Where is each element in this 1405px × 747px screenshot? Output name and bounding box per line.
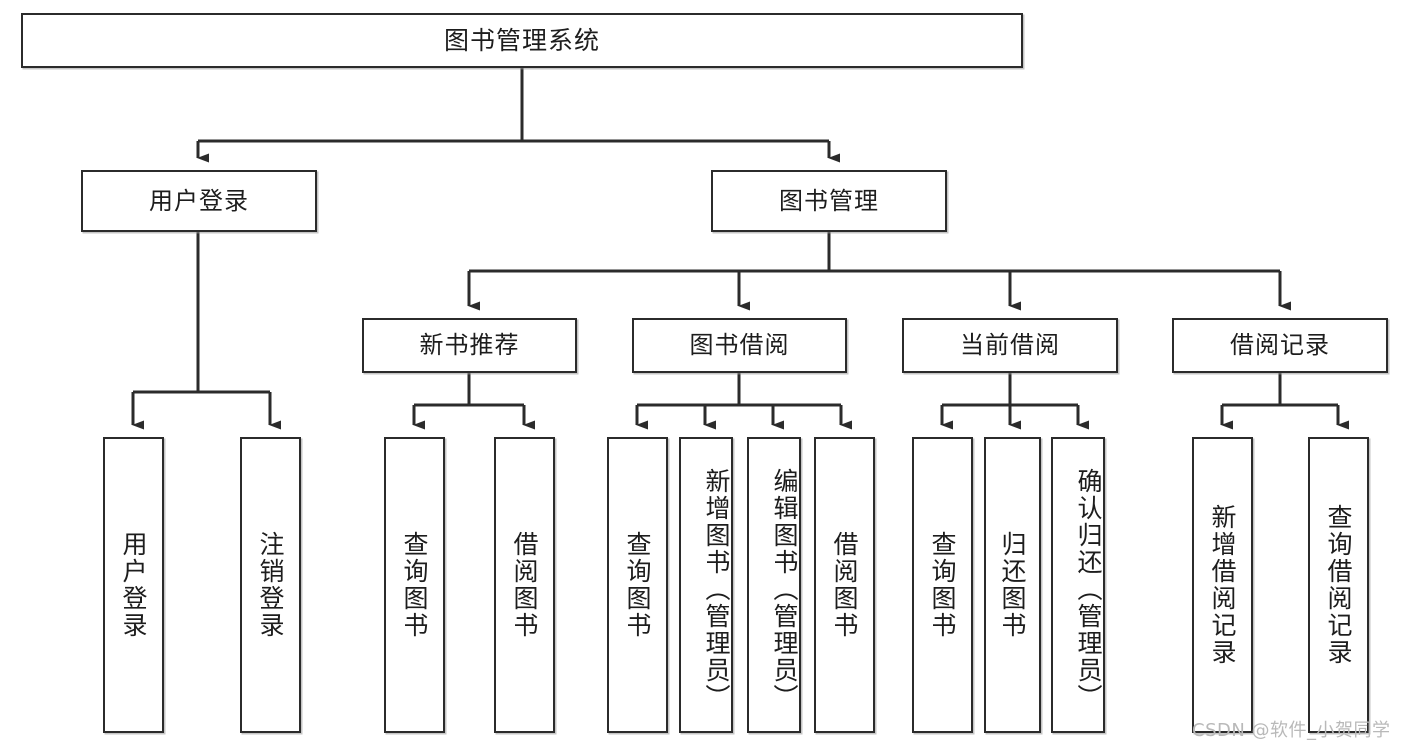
leaf-borrow-book-newbook[interactable]: 借阅图书	[494, 437, 555, 733]
node-label: 查询借阅记录	[1324, 504, 1353, 666]
leaf-query-book-current[interactable]: 查询图书	[912, 437, 973, 733]
node-label: 图书管理	[779, 186, 879, 215]
node-new-book-recommend[interactable]: 新书推荐	[362, 318, 577, 373]
node-label: 新增图书（管理员）	[702, 467, 731, 711]
node-label: 查询图书	[623, 531, 652, 639]
node-label: 查询图书	[400, 531, 429, 639]
leaf-query-borrow-record[interactable]: 查询借阅记录	[1308, 437, 1369, 733]
node-user-login[interactable]: 用户登录	[81, 170, 317, 232]
csdn-watermark: CSDN @软件_小贺同学	[1192, 720, 1391, 741]
node-label: 借阅记录	[1230, 331, 1330, 360]
node-label: 编辑图书（管理员）	[770, 467, 799, 711]
node-root-book-management-system[interactable]: 图书管理系统	[21, 13, 1023, 68]
node-label: 查询图书	[928, 531, 957, 639]
leaf-query-book-newbook[interactable]: 查询图书	[384, 437, 445, 733]
leaf-query-book-borrow[interactable]: 查询图书	[607, 437, 668, 733]
node-label: 新增借阅记录	[1208, 504, 1237, 666]
node-label: 用户登录	[149, 186, 249, 215]
node-label: 用户登录	[119, 531, 148, 639]
leaf-edit-book-admin[interactable]: 编辑图书（管理员）	[747, 437, 801, 733]
node-label: 图书管理系统	[443, 25, 600, 55]
node-label: 借阅图书	[510, 531, 539, 639]
node-current-borrow[interactable]: 当前借阅	[902, 318, 1118, 373]
node-label: 当前借阅	[960, 331, 1060, 360]
node-label: 确认归还（管理员）	[1074, 467, 1103, 711]
leaf-logout[interactable]: 注销登录	[240, 437, 301, 733]
leaf-borrow-book-borrow[interactable]: 借阅图书	[814, 437, 875, 733]
node-book-management[interactable]: 图书管理	[711, 170, 947, 232]
node-label: 图书借阅	[689, 331, 790, 360]
leaf-return-book[interactable]: 归还图书	[984, 437, 1041, 733]
node-book-borrow[interactable]: 图书借阅	[632, 318, 847, 373]
leaf-add-book-admin[interactable]: 新增图书（管理员）	[679, 437, 733, 733]
leaf-user-login[interactable]: 用户登录	[103, 437, 164, 733]
node-borrow-record[interactable]: 借阅记录	[1172, 318, 1388, 373]
leaf-confirm-return-admin[interactable]: 确认归还（管理员）	[1051, 437, 1105, 733]
leaf-add-borrow-record[interactable]: 新增借阅记录	[1192, 437, 1253, 733]
node-label: 借阅图书	[830, 531, 859, 639]
node-label: 新书推荐	[419, 331, 520, 360]
node-label: 注销登录	[256, 531, 285, 639]
node-label: 归还图书	[998, 531, 1027, 639]
